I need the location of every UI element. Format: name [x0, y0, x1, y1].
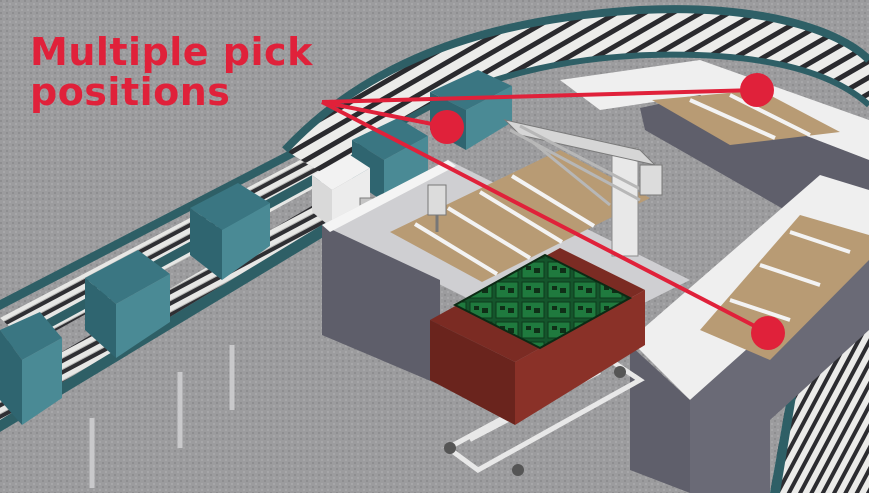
- tote-2: [85, 250, 170, 358]
- pick-cell-right-lower: [630, 175, 869, 493]
- annotation-line-2: positions: [30, 70, 231, 114]
- pick-position-marker-icon: [751, 316, 785, 350]
- pallet-products: [452, 253, 633, 350]
- annotation-pointers: [321, 88, 769, 335]
- tote-3: [190, 183, 270, 280]
- pick-position-marker-icon: [430, 110, 464, 144]
- annotation-headline: Multiple pick positions: [30, 32, 313, 112]
- gantry-robot: [427, 119, 663, 257]
- tote-1: [0, 312, 62, 425]
- pick-position-marker-icon: [740, 73, 774, 107]
- annotation-line-1: Multiple pick: [30, 30, 313, 74]
